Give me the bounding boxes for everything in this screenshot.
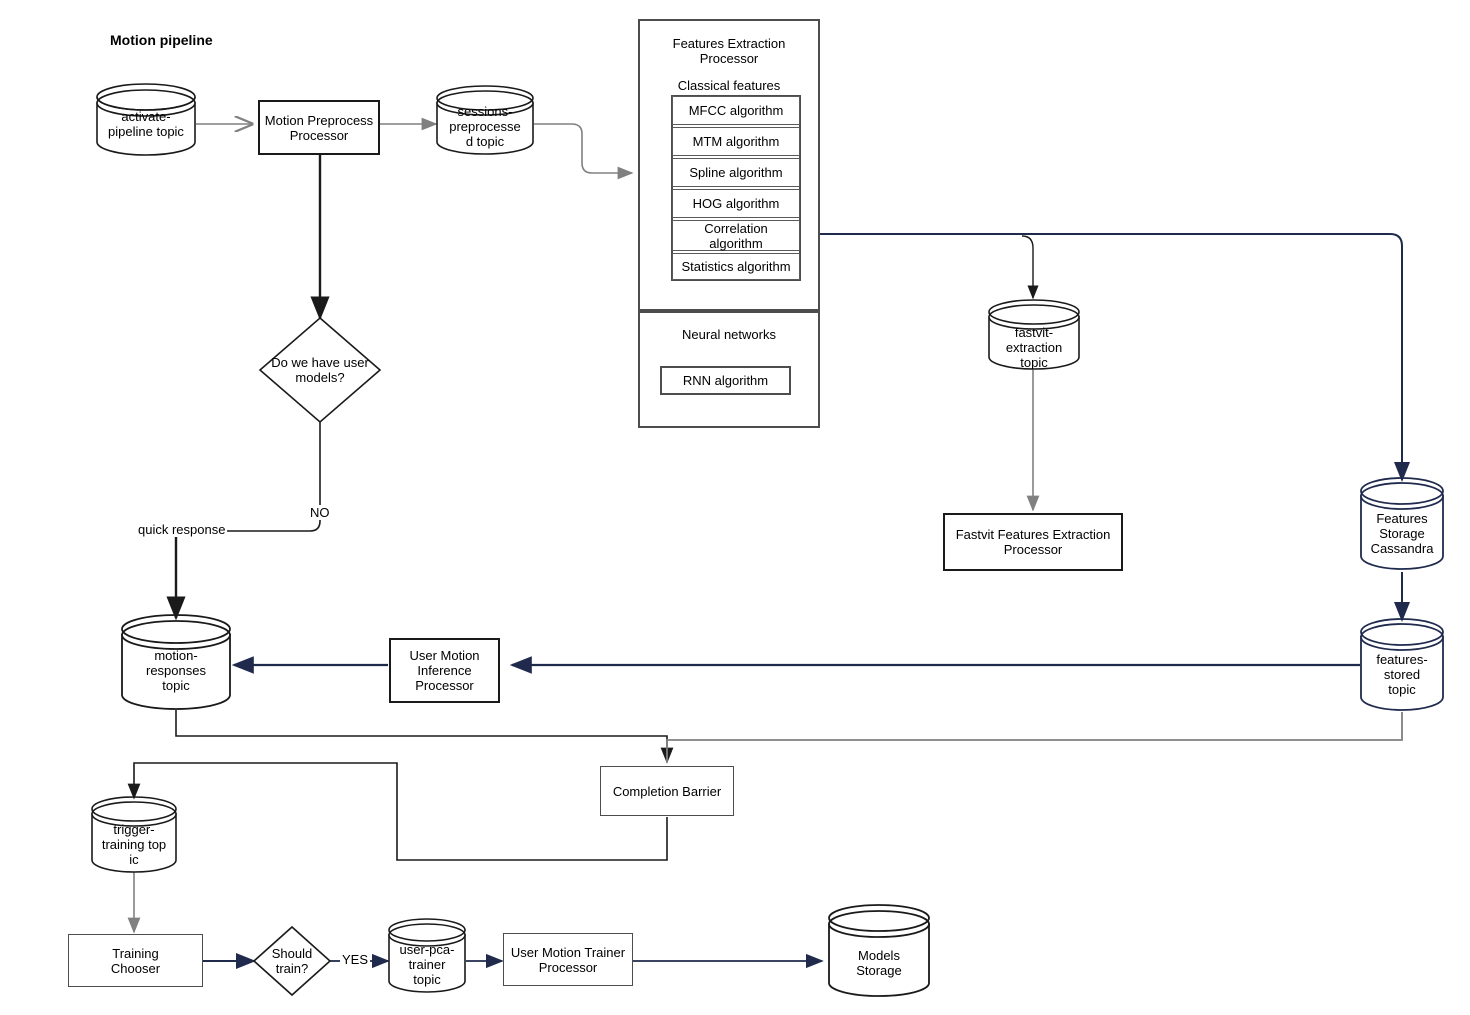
motion-responses-topic-line-2: responses	[146, 663, 206, 678]
fastvit-extraction-topic-line-3: topic	[1020, 355, 1048, 370]
models-storage-line-2: Storage	[856, 963, 902, 978]
cylinder-motion-responses-topic	[121, 614, 231, 710]
user-pca-trainer-topic-line-1: user-pca-	[399, 942, 455, 957]
activate-pipeline-topic-line-1: activate-	[121, 109, 171, 124]
cylinder-user-pca-trainer-topic	[388, 918, 466, 993]
node-fastvit-features-extraction-processor[interactable]: Fastvit Features Extraction Processor	[943, 513, 1123, 571]
features-storage-cassandra-line-1: Features	[1376, 511, 1428, 526]
features-extraction-processor-title-line-2: Processor	[699, 51, 759, 66]
motion-responses-topic-line-3: topic	[162, 678, 190, 693]
trigger-training-topic-line-1: trigger-	[113, 822, 155, 837]
algo-rnn-algorithm[interactable]: RNN algorithm	[660, 366, 791, 395]
edge-completion-barrier-to-trigger-training	[127, 762, 668, 861]
node-motion-responses-topic[interactable]: motion- responses topic	[122, 621, 230, 713]
node-training-chooser[interactable]: Training Chooser	[68, 934, 203, 987]
edge-decision-no-to-quick-response	[222, 422, 321, 532]
features-storage-cassandra-line-2: Storage	[1379, 526, 1425, 541]
node-do-we-have-user-models[interactable]: Do we have user models?	[260, 318, 380, 422]
motion-preprocess-processor-line-1: Motion Preprocess	[264, 112, 374, 128]
should-train-line-2: train?	[275, 961, 309, 976]
motion-preprocess-processor-line-2: Processor	[289, 127, 349, 143]
algo-correlation-algorithm[interactable]: Correlation algorithm	[672, 220, 800, 251]
algo-mtm-algorithm[interactable]: MTM algorithm	[672, 127, 800, 156]
edge-sessions-to-features-extraction	[534, 123, 634, 180]
edge-features-extraction-to-fastvit-topic	[1021, 235, 1039, 300]
should-train-line-1: Should	[271, 946, 313, 961]
fastvit-extraction-topic-line-2: extraction	[1005, 340, 1063, 355]
node-activate-pipeline-topic[interactable]: activate- pipeline topic	[97, 90, 195, 158]
node-trigger-training-topic[interactable]: trigger- training top ic	[92, 801, 176, 875]
user-motion-inference-line-2: Inference	[417, 663, 472, 678]
edge-features-extraction-to-cassandra	[820, 233, 1410, 482]
fastvit-processor-line-2: Processor	[1003, 542, 1063, 557]
edge-label-yes: YES	[340, 952, 371, 967]
diamond-do-we-have-user-models	[258, 316, 382, 424]
user-motion-trainer-line-1: User Motion Trainer	[510, 944, 626, 960]
cylinder-models-storage	[828, 904, 930, 997]
features-stored-topic-line-1: features-	[1376, 652, 1428, 667]
edge-label-no: NO	[308, 505, 332, 520]
node-user-motion-trainer-processor[interactable]: User Motion Trainer Processor	[503, 933, 633, 986]
cylinder-features-storage-cassandra	[1360, 477, 1444, 570]
node-models-storage[interactable]: Models Storage	[829, 910, 929, 998]
motion-responses-topic-line-1: motion-	[154, 648, 198, 663]
activate-pipeline-topic-line-2: pipeline topic	[108, 124, 184, 139]
algo-hog-algorithm[interactable]: HOG algorithm	[672, 189, 800, 218]
node-features-stored-topic[interactable]: features- stored topic	[1361, 624, 1443, 714]
features-stored-topic-line-3: topic	[1388, 682, 1416, 697]
node-sessions-preprocessed-topic[interactable]: sessions- preprocesse d topic	[437, 91, 533, 159]
do-we-have-user-models-line-1: Do we have user	[271, 355, 369, 370]
training-chooser-line-2: Chooser	[110, 960, 161, 976]
node-motion-preprocess-processor[interactable]: Motion Preprocess Processor	[258, 100, 380, 155]
edge-features-stored-to-completion-barrier	[666, 712, 1403, 762]
node-should-train[interactable]: Should train?	[254, 927, 330, 995]
sessions-preprocessed-topic-line-3: d topic	[465, 134, 505, 149]
user-motion-inference-line-3: Processor	[415, 678, 474, 693]
cylinder-features-stored-topic	[1360, 618, 1444, 711]
node-user-pca-trainer-topic[interactable]: user-pca- trainer topic	[389, 922, 465, 994]
node-completion-barrier[interactable]: Completion Barrier	[600, 766, 734, 816]
do-we-have-user-models-line-2: models?	[295, 370, 345, 385]
diamond-should-train	[252, 925, 332, 997]
edge-motion-responses-to-completion-barrier	[175, 710, 674, 764]
algo-spline-algorithm[interactable]: Spline algorithm	[672, 158, 800, 187]
user-motion-trainer-line-2: Processor	[538, 959, 598, 975]
correlation-algorithm-line-1: Correlation	[704, 220, 768, 236]
models-storage-line-1: Models	[858, 948, 900, 963]
node-features-storage-cassandra[interactable]: Features Storage Cassandra	[1361, 483, 1443, 573]
cylinder-sessions-preprocessed-topic	[436, 85, 534, 155]
training-chooser-line-1: Training	[112, 945, 159, 961]
cylinder-fastvit-extraction-topic	[988, 299, 1080, 370]
algo-statistics-algorithm[interactable]: Statistics algorithm	[672, 253, 800, 280]
user-pca-trainer-topic-line-3: topic	[413, 972, 441, 987]
page-title: Motion pipeline	[110, 32, 213, 48]
algo-mfcc-algorithm[interactable]: MFCC algorithm	[672, 96, 800, 125]
features-stored-topic-line-2: stored	[1383, 667, 1421, 682]
classical-features-label: Classical features	[677, 78, 781, 93]
correlation-algorithm-line-2: algorithm	[709, 235, 763, 251]
fastvit-extraction-topic-line-1: fastvit-	[1014, 325, 1054, 340]
neural-networks-label: Neural networks	[682, 327, 776, 342]
node-fastvit-extraction-topic[interactable]: fastvit- extraction topic	[989, 305, 1079, 375]
sessions-preprocessed-topic-line-1: sessions-	[457, 104, 513, 119]
cylinder-activate-pipeline-topic	[96, 83, 196, 156]
trigger-training-topic-line-2: training top	[101, 837, 167, 852]
sessions-preprocessed-topic-line-2: preprocesse	[449, 119, 521, 134]
edge-label-quick-response: quick response	[136, 522, 228, 537]
user-motion-inference-line-1: User Motion	[409, 648, 480, 663]
features-extraction-processor-title-line-1: Features Extraction	[672, 36, 786, 51]
fastvit-processor-line-1: Fastvit Features Extraction	[955, 527, 1111, 542]
features-storage-cassandra-line-3: Cassandra	[1370, 541, 1434, 556]
cylinder-trigger-training-topic	[91, 796, 177, 873]
node-user-motion-inference-processor[interactable]: User Motion Inference Processor	[389, 638, 500, 703]
trigger-training-topic-line-3: ic	[129, 852, 139, 867]
user-pca-trainer-topic-line-2: trainer	[408, 957, 446, 972]
